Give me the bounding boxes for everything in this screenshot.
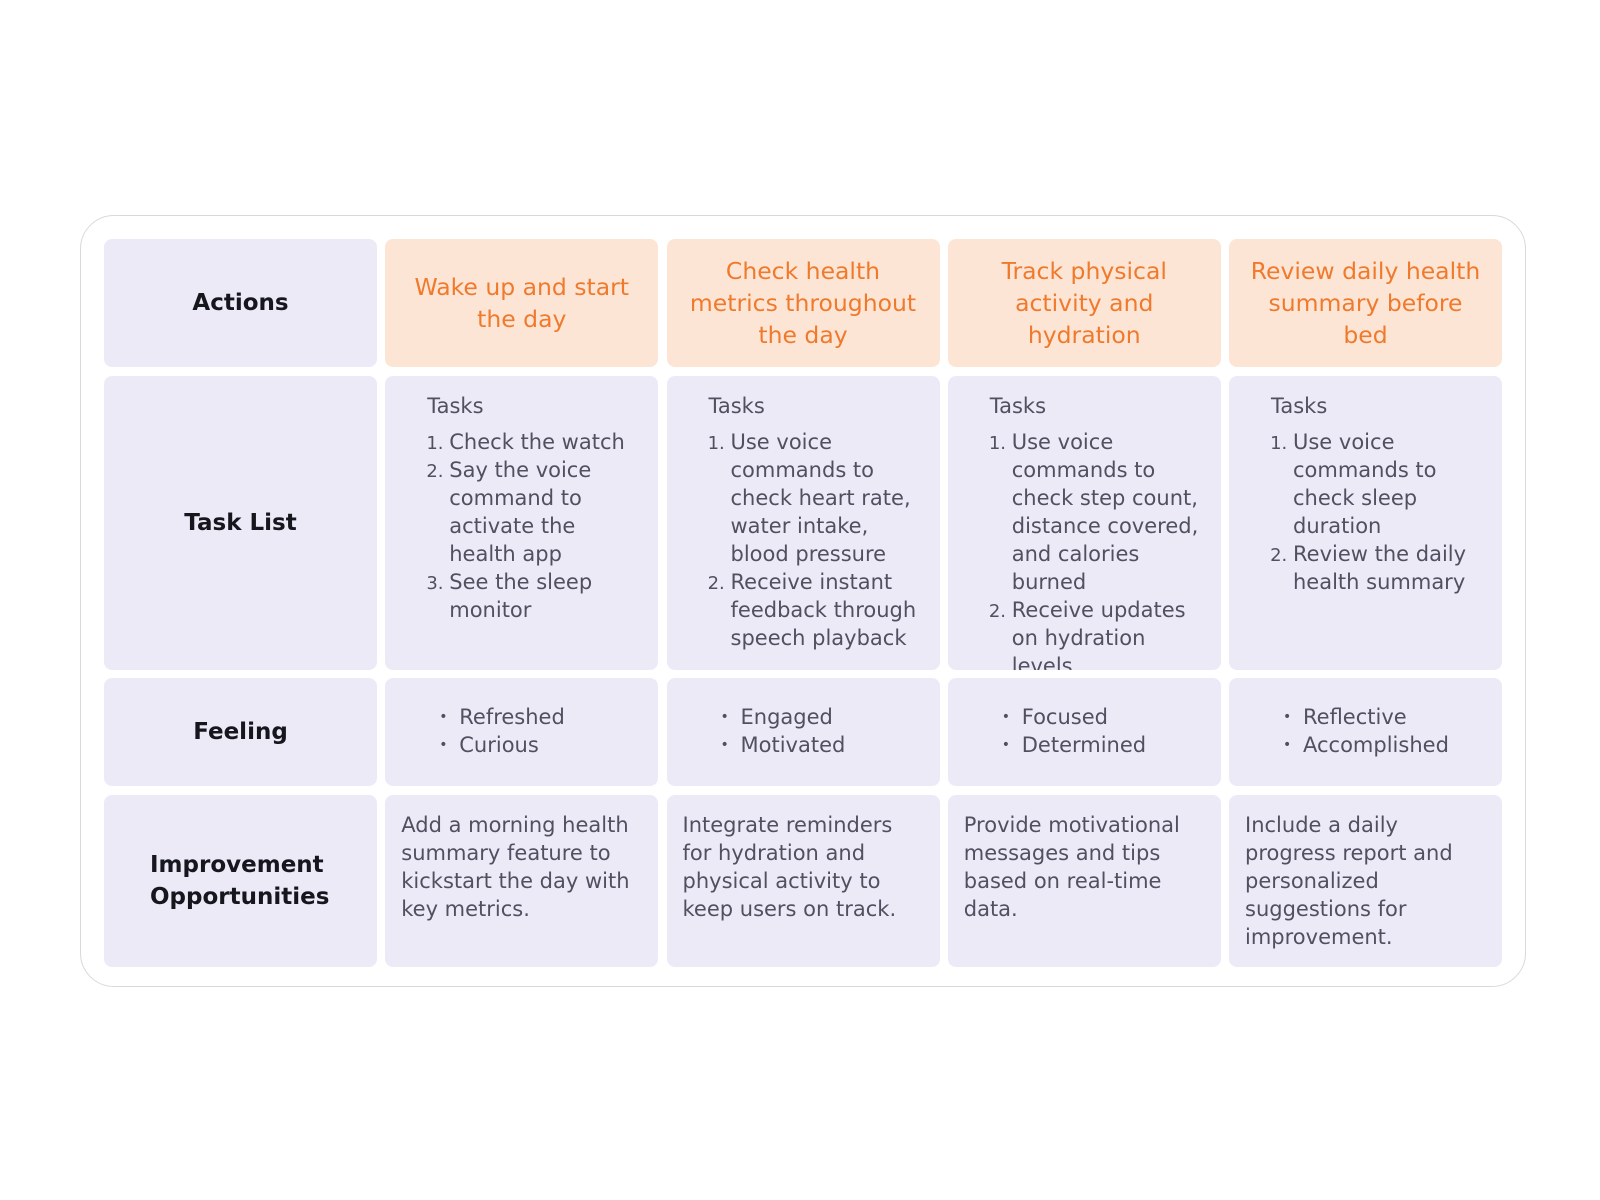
feeling-item: Refreshed xyxy=(439,703,648,731)
feeling-item: Motivated xyxy=(721,731,930,759)
row-header-label: Feeling xyxy=(193,719,288,745)
task-list: Use voice commands to check step count, … xyxy=(964,428,1211,670)
tasks-title: Tasks xyxy=(989,393,1047,418)
action-cell-1: Wake up and start the day xyxy=(385,239,659,367)
task-item: Say the voice command to activate the he… xyxy=(449,456,648,568)
tasks-cell-1: Tasks Check the watch Say the voice comm… xyxy=(385,375,659,670)
tasks-cell-4: Tasks Use voice commands to check sleep … xyxy=(1229,375,1502,670)
improvement-cell-3: Provide motivational messages and tips b… xyxy=(947,794,1221,967)
task-list: Use voice commands to check heart rate, … xyxy=(683,428,930,652)
task-item: Use voice commands to check step count, … xyxy=(1012,428,1211,596)
feeling-cell-1: Refreshed Curious xyxy=(385,678,659,786)
action-label: Review daily health summary before bed xyxy=(1250,257,1481,349)
feeling-cell-2: Engaged Motivated xyxy=(666,678,940,786)
task-item: See the sleep monitor xyxy=(449,568,648,624)
tasks-cell-3: Tasks Use voice commands to check step c… xyxy=(947,375,1221,670)
improvement-cell-4: Include a daily progress report and pers… xyxy=(1229,794,1502,967)
task-list: Use voice commands to check sleep durati… xyxy=(1245,428,1492,596)
feeling-cell-3: Focused Determined xyxy=(947,678,1221,786)
improvement-text: Include a daily progress report and pers… xyxy=(1245,812,1453,949)
row-header-label: Actions xyxy=(192,290,289,316)
row-header-improvement: Improvement Opportunities xyxy=(104,794,377,967)
feeling-cell-4: Reflective Accomplished xyxy=(1229,678,1502,786)
feeling-item: Focused xyxy=(1002,703,1211,731)
action-label: Wake up and start the day xyxy=(414,273,630,333)
action-cell-3: Track physical activity and hydration xyxy=(947,239,1221,367)
improvement-text: Add a morning health summary feature to … xyxy=(401,812,630,921)
task-item: Review the daily health summary xyxy=(1293,540,1492,596)
action-cell-4: Review daily health summary before bed xyxy=(1229,239,1502,367)
action-label: Check health metrics throughout the day xyxy=(689,257,917,349)
feeling-list: Refreshed Curious xyxy=(439,703,648,759)
feeling-item: Determined xyxy=(1002,731,1211,759)
feeling-item: Accomplished xyxy=(1283,731,1492,759)
feeling-list: Engaged Motivated xyxy=(721,703,930,759)
tasks-cell-2: Tasks Use voice commands to check heart … xyxy=(666,375,940,670)
improvement-text: Provide motivational messages and tips b… xyxy=(963,812,1180,921)
task-item: Use voice commands to check sleep durati… xyxy=(1293,428,1492,540)
tasks-title: Tasks xyxy=(708,393,765,418)
action-label: Track physical activity and hydration xyxy=(1001,257,1167,349)
action-cell-2: Check health metrics throughout the day xyxy=(666,239,940,367)
tasks-title: Tasks xyxy=(1271,393,1328,418)
row-header-label: Task List xyxy=(184,509,297,536)
task-item: Receive instant feedback through speech … xyxy=(731,568,930,652)
task-item: Receive updates on hydration levels xyxy=(1012,596,1211,670)
feeling-list: Reflective Accomplished xyxy=(1283,703,1492,759)
task-item: Check the watch xyxy=(449,428,648,456)
row-header-actions: Actions xyxy=(104,239,377,367)
feeling-item: Curious xyxy=(439,731,648,759)
row-header-task-list: Task List xyxy=(104,375,377,670)
row-header-label: Improvement Opportunities xyxy=(150,851,330,910)
journey-map-grid: Actions Wake up and start the day Check … xyxy=(104,239,1502,967)
tasks-title: Tasks xyxy=(427,393,484,418)
improvement-cell-2: Integrate reminders for hydration and ph… xyxy=(666,794,940,967)
feeling-item: Engaged xyxy=(721,703,930,731)
feeling-item: Reflective xyxy=(1283,703,1492,731)
feeling-list: Focused Determined xyxy=(1002,703,1211,759)
task-item: Use voice commands to check heart rate, … xyxy=(731,428,930,568)
task-list: Check the watch Say the voice command to… xyxy=(401,428,648,624)
row-header-feeling: Feeling xyxy=(104,678,377,786)
improvement-cell-1: Add a morning health summary feature to … xyxy=(385,794,659,967)
improvement-text: Integrate reminders for hydration and ph… xyxy=(682,812,897,921)
